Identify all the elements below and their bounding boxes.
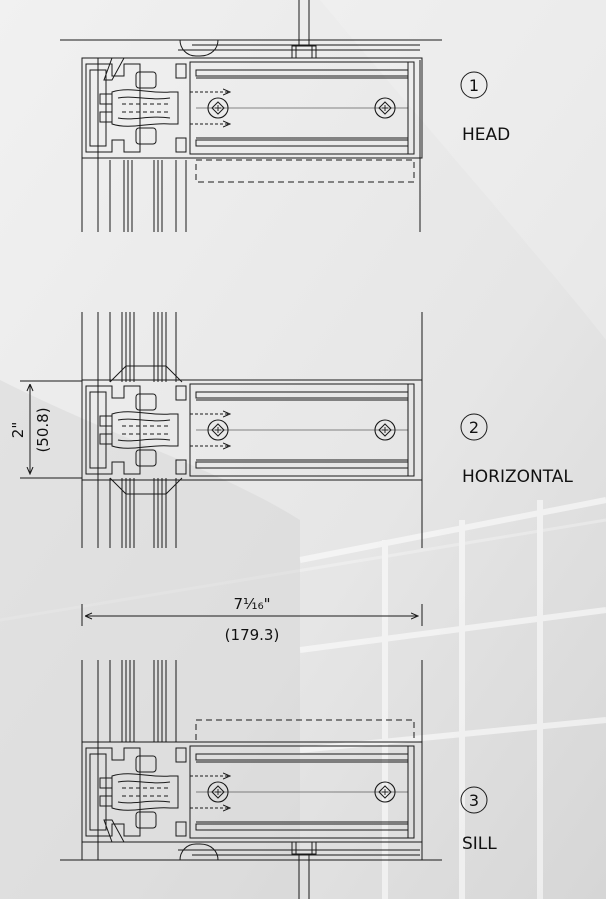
section-number-2: 2 [469,418,479,437]
callout-circle-3 [460,786,488,814]
width-imperial-label: 7¹⁄₁₆" [234,595,271,613]
callout-horizontal: 2 HORIZONTAL [460,413,573,487]
section-number-3: 3 [469,791,479,810]
sill-section-drawing [60,660,442,899]
callout-head: 1 HEAD [460,71,510,145]
height-metric-label: (50.8) [34,407,52,452]
head-section-drawing [60,0,442,232]
horizontal-section-drawing [81,312,423,548]
background-building-grid [0,497,606,899]
section-label-sill: SILL [462,834,497,854]
callout-circle-2 [460,413,488,441]
height-imperial-label: 2" [9,422,27,438]
section-number-1: 1 [469,76,479,95]
callout-circle-1 [460,71,488,99]
section-label-head: HEAD [462,125,510,145]
width-metric-label: (179.3) [225,626,280,644]
section-label-horizontal: HORIZONTAL [462,467,573,487]
callout-sill: 3 SILL [460,786,497,854]
height-dimension [20,380,82,479]
width-dimension [81,604,423,626]
